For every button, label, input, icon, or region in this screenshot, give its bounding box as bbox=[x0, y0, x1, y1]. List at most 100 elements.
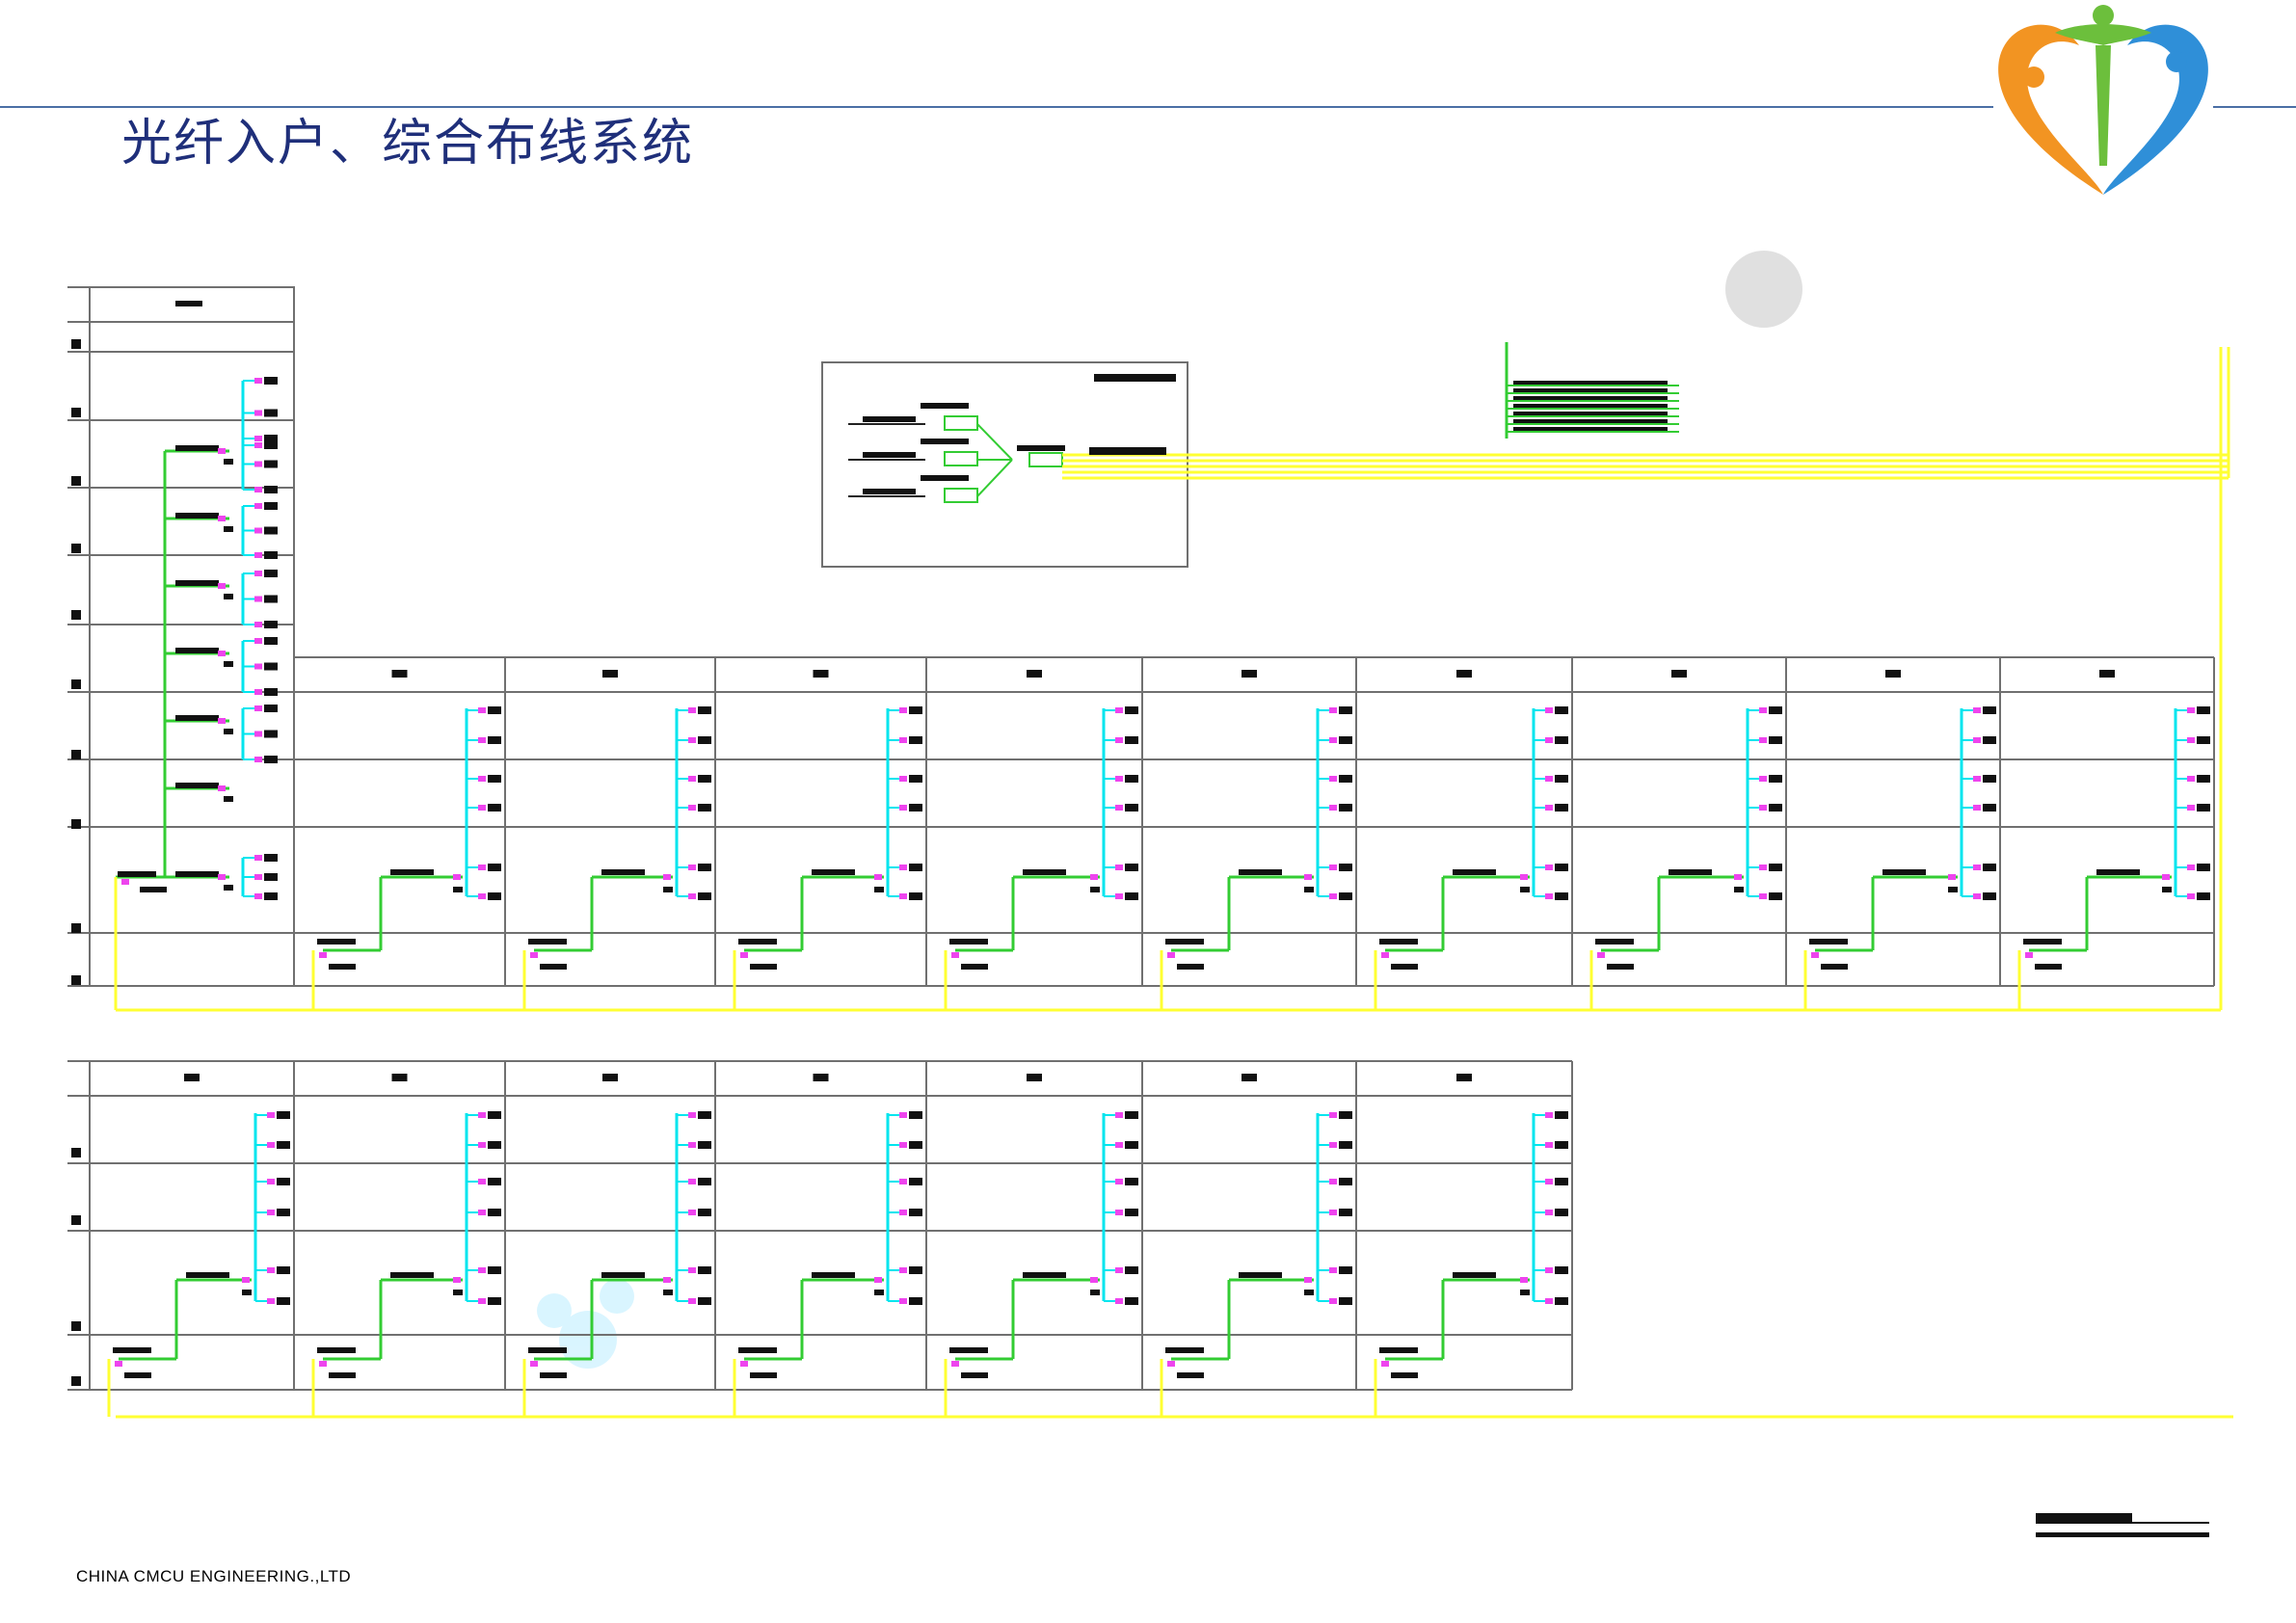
outlet-label bbox=[698, 1141, 711, 1149]
legend-title bbox=[1094, 374, 1176, 382]
unit-header-label bbox=[2099, 670, 2115, 678]
outlet-label bbox=[909, 706, 922, 714]
junction-node bbox=[1520, 874, 1528, 880]
outlet-label bbox=[698, 804, 711, 812]
outlet-node bbox=[1115, 776, 1123, 782]
outlet-node bbox=[1115, 1112, 1123, 1118]
legend-link bbox=[976, 423, 1013, 461]
outlet-label bbox=[1555, 1297, 1568, 1305]
cable-entry-label bbox=[1513, 388, 1668, 392]
unit-header-label bbox=[1456, 1074, 1472, 1081]
outlet-label bbox=[488, 775, 501, 783]
outlet-label bbox=[488, 1141, 501, 1149]
junction-node bbox=[1090, 1277, 1098, 1283]
distribution-box-label bbox=[317, 939, 356, 945]
outlet-node bbox=[267, 1267, 275, 1273]
outlet-label bbox=[264, 460, 278, 468]
outlet-label bbox=[1125, 804, 1138, 812]
outlet-label bbox=[264, 637, 278, 645]
cable-entry-label bbox=[1513, 396, 1668, 400]
outlet-label bbox=[698, 775, 711, 783]
outlet-node bbox=[1545, 893, 1553, 899]
outlet-label bbox=[1339, 736, 1352, 744]
equipment-label bbox=[390, 1272, 434, 1278]
outlet-node bbox=[1115, 1267, 1123, 1273]
outlet-label bbox=[264, 756, 278, 763]
outlet-node bbox=[254, 487, 262, 492]
distribution-node bbox=[1811, 952, 1819, 958]
unit-header-label bbox=[1241, 1074, 1257, 1081]
outlet-node bbox=[254, 571, 262, 576]
floor-number-label bbox=[71, 923, 81, 933]
outlet-node bbox=[899, 805, 907, 811]
outlet-node bbox=[899, 1210, 907, 1215]
outlet-node bbox=[688, 1267, 696, 1273]
junction-node bbox=[1520, 1277, 1528, 1283]
unit-header-label bbox=[1241, 670, 1257, 678]
floor-number-label bbox=[71, 1215, 81, 1225]
outlet-label bbox=[698, 1266, 711, 1274]
unit-header-label bbox=[184, 1074, 200, 1081]
outlet-node bbox=[254, 552, 262, 558]
outlet-node bbox=[1329, 1210, 1337, 1215]
equipment-label bbox=[1304, 887, 1314, 892]
outlet-node bbox=[1329, 1298, 1337, 1304]
outlet-label bbox=[1125, 1141, 1138, 1149]
outlet-node bbox=[1115, 893, 1123, 899]
distribution-node bbox=[1381, 1361, 1389, 1367]
equipment-label bbox=[1734, 887, 1744, 892]
outlet-label bbox=[1555, 1209, 1568, 1216]
unit-header-label bbox=[1456, 670, 1472, 678]
outlet-label bbox=[698, 706, 711, 714]
equipment-label bbox=[224, 796, 233, 802]
junction-node bbox=[2162, 874, 2170, 880]
outlet-node bbox=[899, 1267, 907, 1273]
equipment-label bbox=[186, 1272, 229, 1278]
outlet-node bbox=[1973, 805, 1981, 811]
outlet-label bbox=[909, 892, 922, 900]
outlet-label bbox=[698, 1209, 711, 1216]
unit-header-label bbox=[813, 1074, 829, 1081]
floor-number-label bbox=[71, 975, 81, 985]
outlet-label bbox=[1339, 775, 1352, 783]
outlet-label bbox=[488, 1266, 501, 1274]
distribution-node bbox=[121, 879, 129, 885]
legend-splitter bbox=[944, 415, 978, 431]
distribution-box-label bbox=[961, 1372, 988, 1378]
distribution-box-label bbox=[1379, 939, 1418, 945]
legend-main-label bbox=[1089, 447, 1166, 455]
junction-node bbox=[218, 583, 226, 589]
outlet-label bbox=[1339, 706, 1352, 714]
junction-node bbox=[453, 1277, 461, 1283]
outlet-node bbox=[254, 527, 262, 534]
distribution-box-label bbox=[1177, 1372, 1204, 1378]
drawing-subtitle-label bbox=[2036, 1532, 2209, 1537]
outlet-node bbox=[478, 707, 486, 713]
outlet-label bbox=[1555, 775, 1568, 783]
outlet-label bbox=[2197, 804, 2210, 812]
equipment-label bbox=[175, 580, 219, 586]
outlet-label bbox=[698, 1178, 711, 1185]
outlet-node bbox=[1329, 865, 1337, 870]
outlet-label bbox=[264, 730, 278, 738]
junction-node bbox=[874, 1277, 882, 1283]
legend-link bbox=[976, 459, 1013, 497]
unit-header-label bbox=[1027, 670, 1042, 678]
outlet-node bbox=[254, 596, 262, 602]
outlet-node bbox=[899, 1179, 907, 1184]
distribution-box-label bbox=[949, 939, 988, 945]
distribution-box-label bbox=[540, 964, 567, 970]
outlet-node bbox=[254, 436, 262, 441]
outlet-node bbox=[478, 737, 486, 743]
outlet-node bbox=[267, 1179, 275, 1184]
outlet-node bbox=[2187, 805, 2195, 811]
distribution-box-label bbox=[1607, 964, 1634, 970]
equipment-label bbox=[224, 459, 233, 465]
outlet-node bbox=[1115, 865, 1123, 870]
outlet-node bbox=[1545, 776, 1553, 782]
junction-node bbox=[218, 718, 226, 724]
cable-entry-label bbox=[1513, 404, 1668, 408]
slide-title: 光纤入户、综合布线系统 bbox=[121, 115, 695, 173]
outlet-node bbox=[478, 893, 486, 899]
outlet-node bbox=[1115, 805, 1123, 811]
